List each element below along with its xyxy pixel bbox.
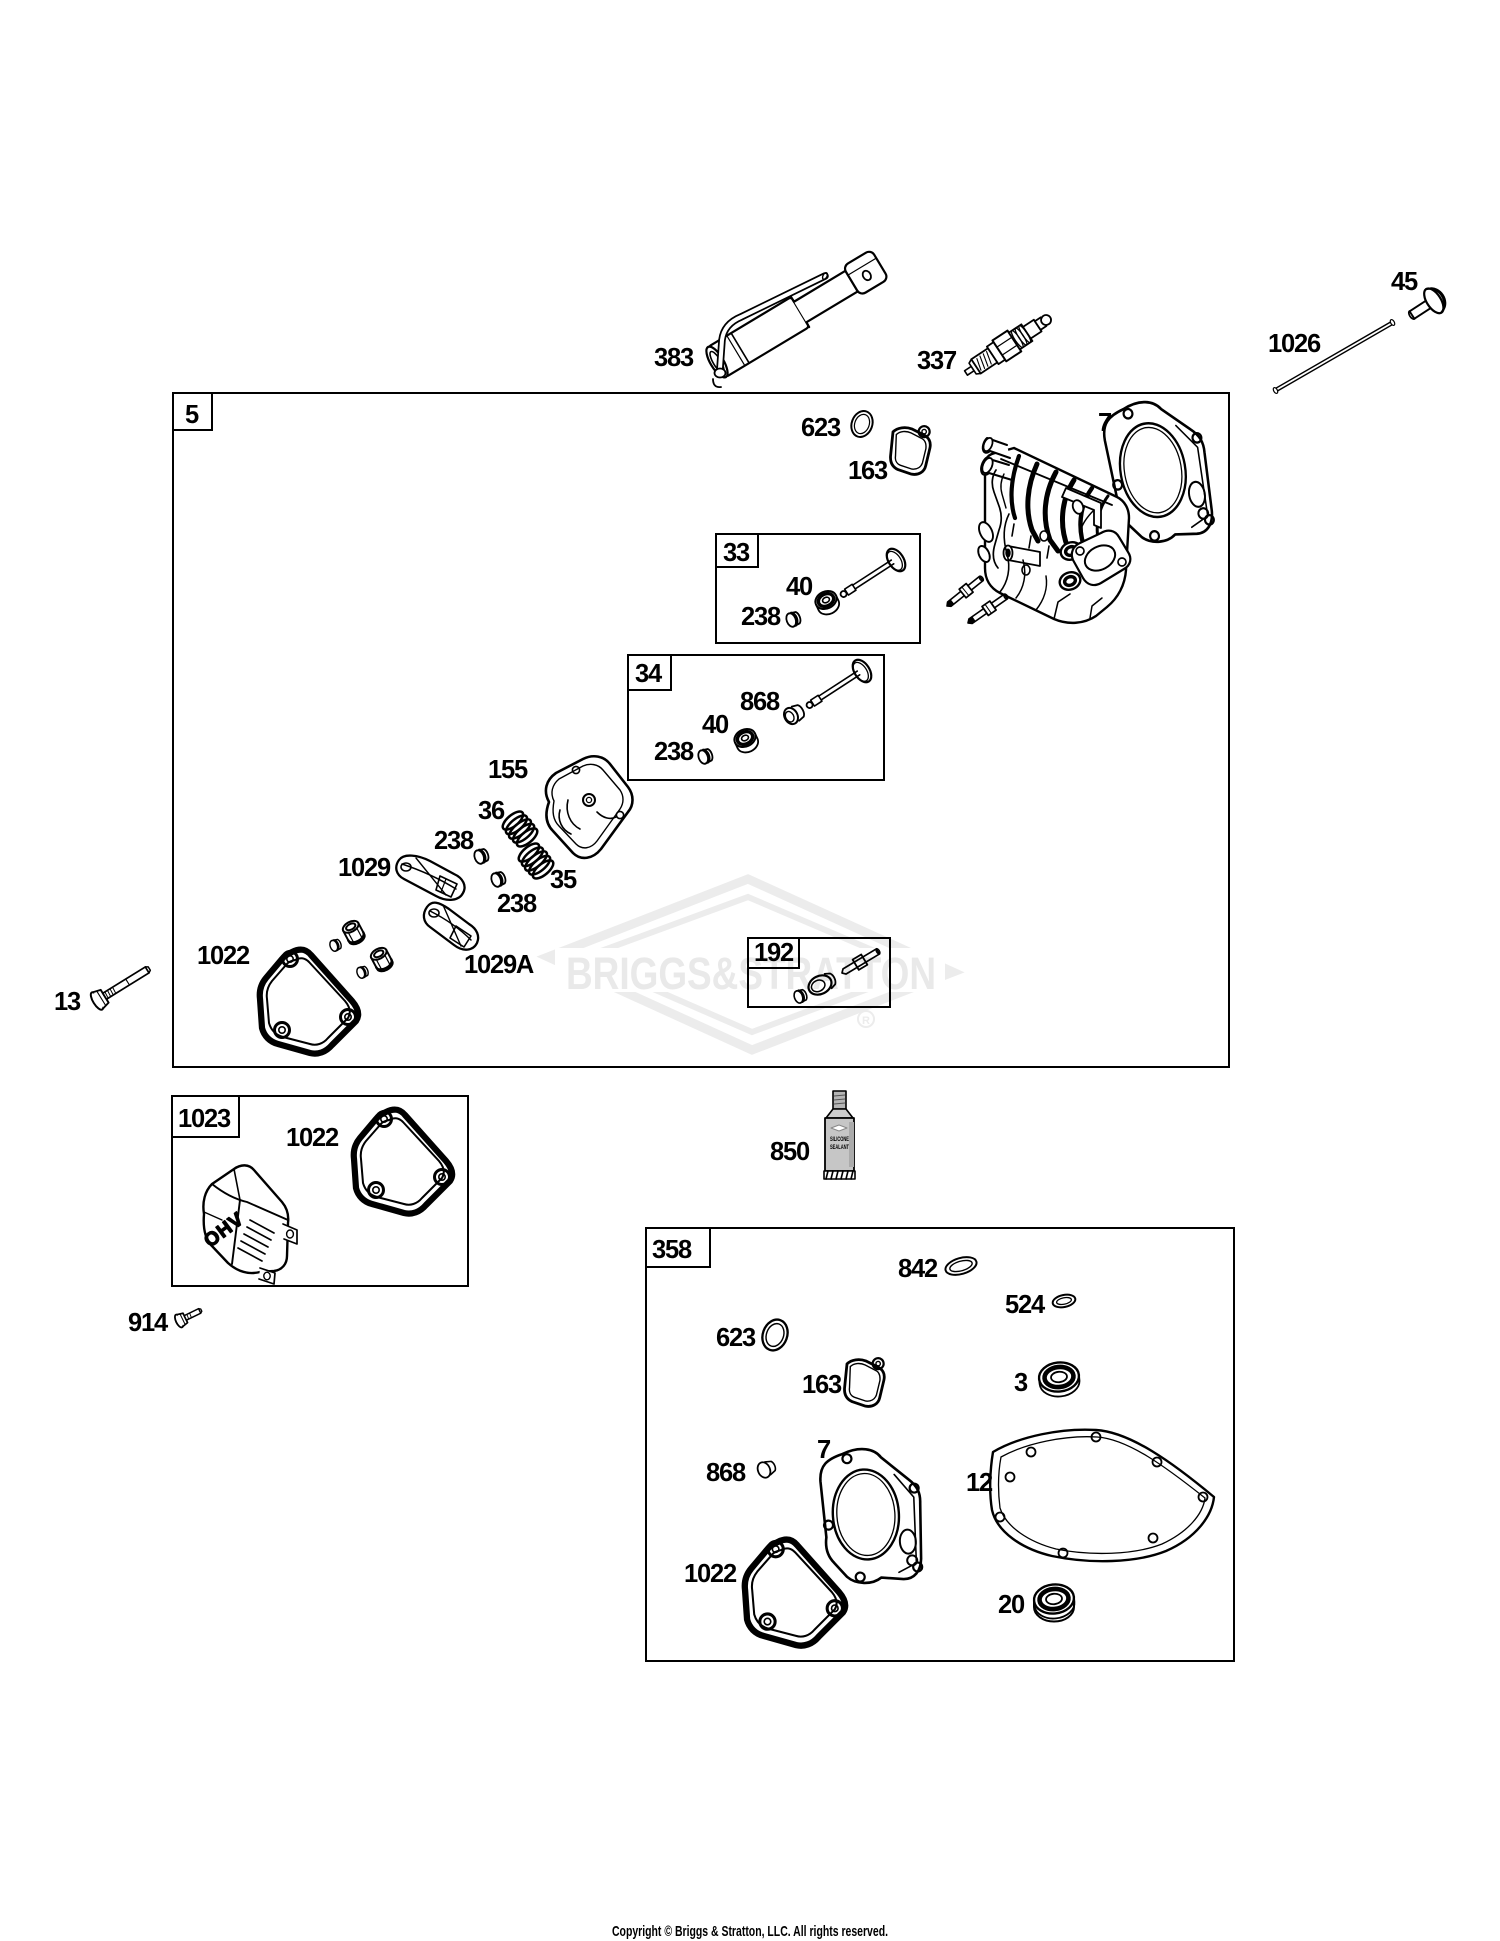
svg-text:Copyright © Briggs & Stratton,: Copyright © Briggs & Stratton, LLC. All …	[612, 1923, 888, 1940]
svg-text:850: 850	[770, 1138, 810, 1166]
svg-text:192: 192	[754, 939, 794, 967]
svg-text:1029A: 1029A	[464, 951, 534, 979]
svg-text:40: 40	[702, 711, 729, 739]
svg-text:623: 623	[801, 414, 841, 442]
svg-text:BRIGGS&STRATTON: BRIGGS&STRATTON	[566, 948, 936, 999]
svg-text:40: 40	[786, 573, 813, 601]
svg-text:155: 155	[488, 756, 528, 784]
svg-text:7: 7	[817, 1436, 831, 1464]
svg-text:3: 3	[1014, 1369, 1028, 1397]
svg-text:5: 5	[185, 401, 199, 429]
svg-text:33: 33	[723, 539, 750, 567]
svg-text:45: 45	[1391, 268, 1418, 296]
svg-text:1029: 1029	[338, 854, 391, 882]
svg-text:1026: 1026	[1268, 330, 1321, 358]
svg-text:36: 36	[478, 797, 505, 825]
svg-text:358: 358	[652, 1236, 692, 1264]
svg-text:914: 914	[128, 1309, 169, 1337]
svg-text:337: 337	[917, 347, 957, 375]
svg-text:238: 238	[741, 603, 781, 631]
svg-text:623: 623	[716, 1324, 756, 1352]
svg-text:868: 868	[740, 688, 780, 716]
svg-text:1023: 1023	[178, 1105, 231, 1133]
svg-text:34: 34	[635, 660, 663, 688]
svg-text:238: 238	[434, 827, 474, 855]
svg-text:238: 238	[654, 738, 694, 766]
svg-text:SEALANT: SEALANT	[830, 1145, 849, 1151]
svg-text:35: 35	[550, 866, 577, 894]
svg-text:R: R	[862, 1015, 870, 1027]
svg-text:842: 842	[898, 1255, 938, 1283]
svg-text:163: 163	[848, 457, 888, 485]
svg-text:1022: 1022	[684, 1560, 737, 1588]
svg-text:1022: 1022	[286, 1124, 339, 1152]
svg-text:524: 524	[1005, 1291, 1046, 1319]
svg-text:868: 868	[706, 1459, 746, 1487]
svg-text:238: 238	[497, 890, 537, 918]
svg-text:12: 12	[966, 1469, 993, 1497]
svg-text:1022: 1022	[197, 942, 250, 970]
svg-text:20: 20	[998, 1591, 1025, 1619]
svg-text:13: 13	[54, 988, 81, 1016]
svg-text:SILICONE: SILICONE	[830, 1137, 849, 1143]
svg-text:383: 383	[654, 344, 694, 372]
svg-text:163: 163	[802, 1371, 842, 1399]
